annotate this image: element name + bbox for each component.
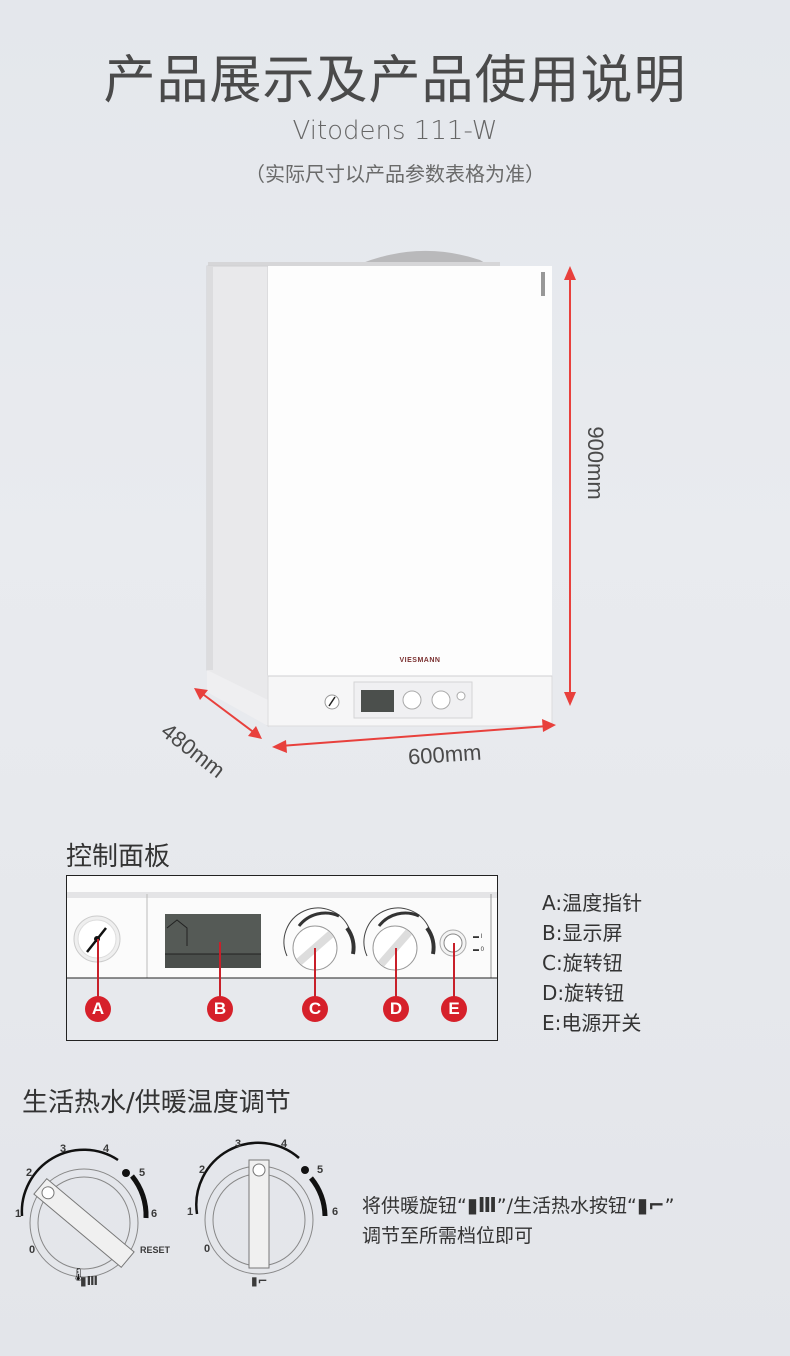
legend-item-e: E:电源开关	[542, 1011, 642, 1035]
marker-c: C	[302, 996, 328, 1022]
legend-item-b: B:显示屏	[542, 921, 623, 945]
leader-line-a	[97, 939, 99, 1009]
marker-b: B	[207, 996, 233, 1022]
legend-item-d: D:旋转钮	[542, 981, 625, 1005]
tick-2: 2	[199, 1164, 206, 1176]
marker-a: A	[85, 996, 111, 1022]
marker-d: D	[383, 996, 409, 1022]
instruction-line-2: 调节至所需档位即可	[362, 1225, 534, 1247]
adjustment-title: 生活热水/供暖温度调节	[22, 1088, 291, 1118]
tick-3: 3	[60, 1143, 67, 1155]
page-title: 产品展示及产品使用说明	[103, 51, 687, 111]
close-quote: ”	[664, 1195, 675, 1217]
tick-1: 1	[15, 1208, 22, 1220]
marker-e: E	[441, 996, 467, 1022]
control-panel-legend: A:温度指针 B:显示屏 C:旋转钮 D:旋转钮 E:电源开关	[542, 888, 642, 1038]
open-quote: “	[457, 1195, 467, 1217]
tick-0: 0	[29, 1244, 36, 1256]
tick-4: 4	[103, 1143, 110, 1155]
control-panel-title: 控制面板	[66, 842, 171, 872]
tick-5: 5	[317, 1164, 324, 1176]
open-quote: “	[627, 1195, 637, 1217]
tick-4: 4	[281, 1138, 288, 1150]
size-note: （实际尺寸以产品参数表格为准）	[245, 162, 545, 186]
legend-item-a: A:温度指针	[542, 891, 643, 915]
leader-line-c	[314, 948, 316, 1009]
leader-line-b	[219, 942, 221, 1009]
adjustment-instruction: 将供暖旋钮“▮Ⅲ”/生活热水按钮“▮⌐” 调节至所需档位即可	[362, 1190, 674, 1251]
tick-2: 2	[26, 1167, 33, 1179]
tick-0: 0	[204, 1243, 211, 1255]
svg-text:VIESMANN: VIESMANN	[400, 657, 441, 664]
control-panel-figure: ▬ I ▬ 0 A B C D E	[66, 875, 498, 1041]
svg-text:🌡: 🌡	[70, 1267, 87, 1283]
height-dimension-label: 900mm	[583, 426, 608, 500]
tick-1: 1	[187, 1206, 194, 1218]
hot-water-dial: 0 1 2 3 4 5 6 ▮⌐	[175, 1130, 355, 1300]
width-dimension-label: 600mm	[407, 739, 483, 770]
close-quote: ”	[496, 1195, 507, 1217]
thermometer-radiator-icon: ▮Ⅲ	[80, 1274, 98, 1288]
svg-text:▬ 0: ▬ 0	[473, 947, 485, 953]
leader-line-e	[453, 943, 455, 1009]
thermometer-tap-icon: ▮⌐	[251, 1274, 268, 1288]
boiler-illustration: VIESMANN	[194, 250, 576, 753]
thermometer-tap-icon: ▮⌐	[636, 1193, 665, 1217]
reset-label: RESET	[140, 1245, 171, 1255]
tick-6: 6	[151, 1208, 158, 1220]
instruction-part-1: 将供暖旋钮	[362, 1195, 458, 1217]
tick-5: 5	[139, 1167, 146, 1179]
legend-item-c: C:旋转钮	[542, 951, 623, 975]
instruction-line-1: 将供暖旋钮“▮Ⅲ”/生活热水按钮“▮⌐”	[362, 1190, 674, 1221]
tick-6: 6	[332, 1206, 339, 1218]
thermometer-radiator-icon: ▮Ⅲ	[466, 1193, 497, 1217]
instruction-part-2: /生活热水按钮	[506, 1195, 628, 1217]
leader-line-d	[395, 948, 397, 1009]
model-name: Vitodens 111-W	[292, 116, 498, 146]
tick-3: 3	[235, 1138, 242, 1150]
svg-text:▬ I: ▬ I	[473, 934, 483, 940]
heating-dial: 🌡 0 1 2 3 4 5 6 RESET ▮Ⅲ	[0, 1130, 180, 1300]
